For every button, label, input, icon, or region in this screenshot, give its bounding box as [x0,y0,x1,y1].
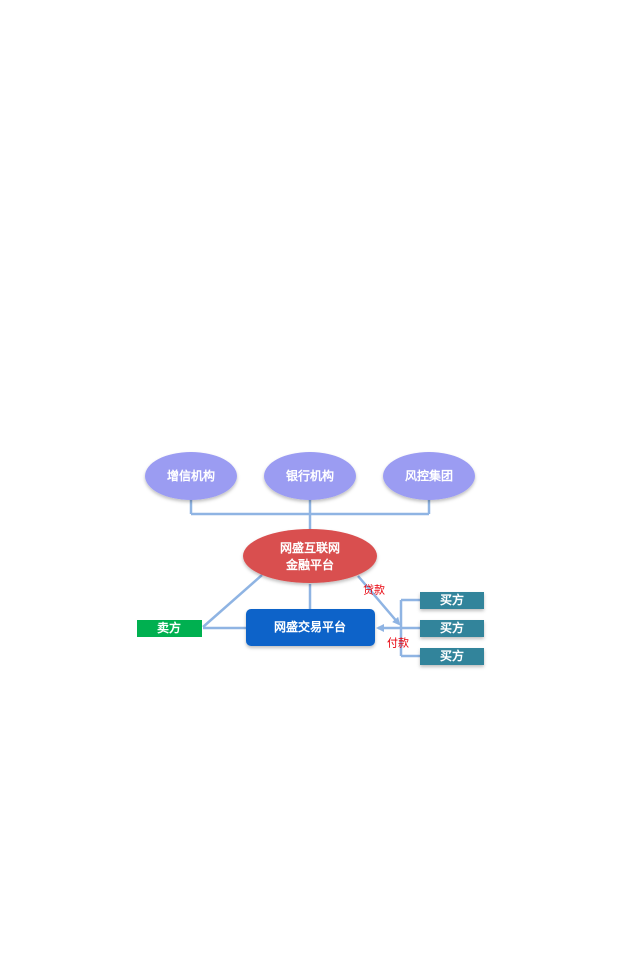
finance-platform-node[interactable]: 网盛互联网 金融平台 [243,529,377,583]
institution-connectors [189,499,431,530]
institution-risk-group-label: 风控集团 [405,468,453,483]
institution-risk-group[interactable]: 风控集团 [383,452,475,500]
seller-label: 卖方 [157,620,181,635]
payment-label: 付款 [387,636,409,650]
institution-credit-agency[interactable]: 增信机构 [145,452,237,500]
connector-finance-to-seller [202,574,263,628]
trade-platform-label: 网盛交易平台 [274,619,346,634]
institution-bank[interactable]: 银行机构 [264,452,356,500]
buyer-node-3[interactable]: 买方 [420,648,484,665]
buyer-node-1[interactable]: 买方 [420,592,484,609]
institution-credit-agency-label: 增信机构 [167,468,215,483]
buyer-label-2: 买方 [440,620,464,635]
finance-platform-line2: 金融平台 [285,557,334,572]
loan-label: 贷款 [363,583,385,597]
loan-arrow [357,575,401,626]
finance-platform-line1: 网盛互联网 [280,540,340,555]
platform-connectors [202,574,420,658]
buyer-label-1: 买方 [440,592,464,607]
institution-bank-label: 银行机构 [286,468,334,483]
seller-node[interactable]: 卖方 [137,620,202,637]
trade-platform-node[interactable]: 网盛交易平台 [246,609,375,646]
buyer-label-3: 买方 [440,648,464,663]
buyer-node-2[interactable]: 买方 [420,620,484,637]
